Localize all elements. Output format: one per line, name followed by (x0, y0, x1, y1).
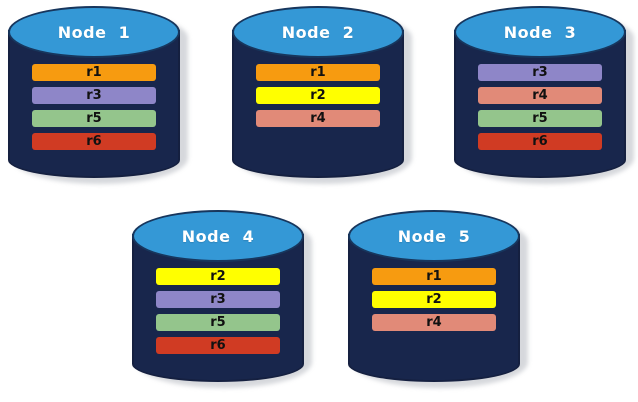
shard-list: r1 r2 r4 (232, 64, 404, 127)
cylinder-top-fill (13, 11, 175, 53)
shard-bar[interactable]: r2 (372, 291, 496, 308)
shard-bar[interactable]: r3 (156, 291, 280, 308)
database-node-2[interactable]: Node 2 r1 r2 r4 (232, 6, 412, 184)
cylinder-top-disc (132, 210, 304, 262)
database-node-4[interactable]: Node 4 r2 r3 r5 r6 (132, 210, 312, 388)
cylinder-top-disc (232, 6, 404, 58)
cylinder-top-disc (348, 210, 520, 262)
node-label: Node 1 (57, 22, 131, 42)
shard-bar[interactable]: r5 (478, 110, 602, 127)
database-node-5[interactable]: Node 5 r1 r2 r4 (348, 210, 528, 388)
cylinder-top-disc (8, 6, 180, 58)
shard-bar[interactable]: r1 (372, 268, 496, 285)
shard-list: r1 r3 r5 r6 (8, 64, 180, 150)
shard-bar[interactable]: r2 (156, 268, 280, 285)
shard-bar[interactable]: r5 (32, 110, 156, 127)
database-node-3[interactable]: Node 3 r3 r4 r5 r6 (454, 6, 634, 184)
cylinder-top-disc (454, 6, 626, 58)
cylinder-top-fill (137, 215, 299, 257)
shard-bar[interactable]: r4 (478, 87, 602, 104)
shard-bar[interactable]: r3 (32, 87, 156, 104)
node-label: Node 2 (281, 22, 355, 42)
shard-bar[interactable]: r1 (256, 64, 380, 81)
shard-list: r1 r2 r4 (348, 268, 520, 331)
cylinder-top-fill (237, 11, 399, 53)
shard-bar[interactable]: r4 (256, 110, 380, 127)
shard-list: r3 r4 r5 r6 (454, 64, 626, 150)
shard-bar[interactable]: r3 (478, 64, 602, 81)
node-label: Node 3 (503, 22, 577, 42)
node-label: Node 5 (397, 226, 471, 246)
shard-list: r2 r3 r5 r6 (132, 268, 304, 354)
shard-bar[interactable]: r2 (256, 87, 380, 104)
shard-bar[interactable]: r6 (156, 337, 280, 354)
shard-bar[interactable]: r1 (32, 64, 156, 81)
shard-bar[interactable]: r6 (478, 133, 602, 150)
cylinder-top-fill (353, 215, 515, 257)
node-label: Node 4 (181, 226, 255, 246)
shard-bar[interactable]: r5 (156, 314, 280, 331)
cylinder-top-fill (459, 11, 621, 53)
shard-bar[interactable]: r6 (32, 133, 156, 150)
shard-bar[interactable]: r4 (372, 314, 496, 331)
database-node-1[interactable]: Node 1 r1 r3 r5 r6 (8, 6, 188, 184)
